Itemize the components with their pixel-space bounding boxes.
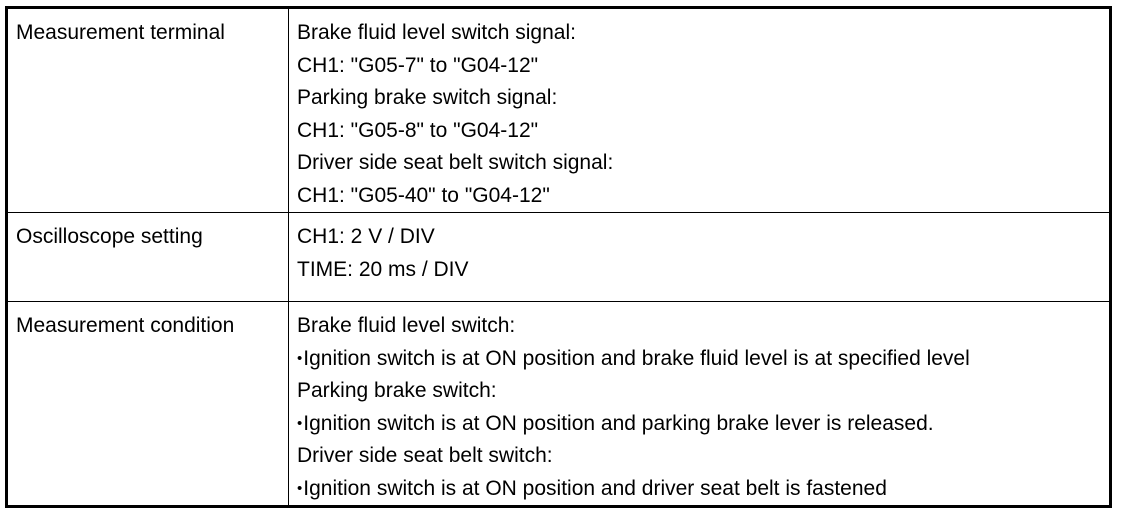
condition-line-brake-fluid-heading: Brake fluid level switch:: [297, 314, 516, 337]
value-measurement-condition: Brake fluid level switch: •Ignition swit…: [288, 301, 1111, 507]
terminal-line-seat-belt-heading: Driver side seat belt switch signal:: [297, 151, 614, 174]
condition-line-seat-belt-heading: Driver side seat belt switch:: [297, 444, 553, 467]
table-row-measurement-condition: Measurement condition Brake fluid level …: [6, 301, 1111, 507]
bullet-icon: •: [297, 349, 303, 367]
condition-item-seat-belt: •Ignition switch is at ON position and d…: [297, 473, 1109, 506]
value-measurement-terminal: Brake fluid level switch signal: CH1: "G…: [288, 7, 1111, 213]
label-oscilloscope-setting: Oscilloscope setting: [6, 212, 289, 302]
measurement-spec-table: Measurement terminal Brake fluid level s…: [5, 6, 1112, 508]
scope-line-channel: CH1: 2 V / DIV: [297, 225, 435, 248]
scope-line-time: TIME: 20 ms / DIV: [297, 257, 469, 281]
condition-text-brake-fluid: Ignition switch is at ON position and br…: [303, 346, 970, 370]
label-measurement-terminal: Measurement terminal: [6, 7, 289, 213]
bullet-icon: •: [297, 414, 303, 432]
condition-line-parking-brake-heading: Parking brake switch:: [297, 379, 497, 402]
condition-text-parking-brake: Ignition switch is at ON position and pa…: [303, 411, 934, 435]
label-measurement-condition: Measurement condition: [6, 301, 289, 507]
terminal-line-parking-brake-heading: Parking brake switch signal:: [297, 86, 558, 109]
terminal-line-parking-brake-channel: CH1: "G05-8" to "G04-12": [297, 118, 539, 142]
table-row-oscilloscope-setting: Oscilloscope setting CH1: 2 V / DIV TIME…: [6, 212, 1111, 302]
terminal-line-seat-belt-channel: CH1: "G05-40" to "G04-12": [297, 183, 550, 207]
value-oscilloscope-setting: CH1: 2 V / DIV TIME: 20 ms / DIV: [288, 212, 1111, 302]
condition-item-brake-fluid: •Ignition switch is at ON position and b…: [297, 343, 1109, 376]
terminal-line-brake-fluid-heading: Brake fluid level switch signal:: [297, 21, 576, 44]
table-row-measurement-terminal: Measurement terminal Brake fluid level s…: [6, 7, 1111, 213]
condition-item-parking-brake: •Ignition switch is at ON position and p…: [297, 408, 1109, 441]
condition-text-seat-belt: Ignition switch is at ON position and dr…: [303, 476, 887, 500]
terminal-line-brake-fluid-channel: CH1: "G05-7" to "G04-12": [297, 53, 539, 77]
bullet-icon: •: [297, 479, 303, 497]
